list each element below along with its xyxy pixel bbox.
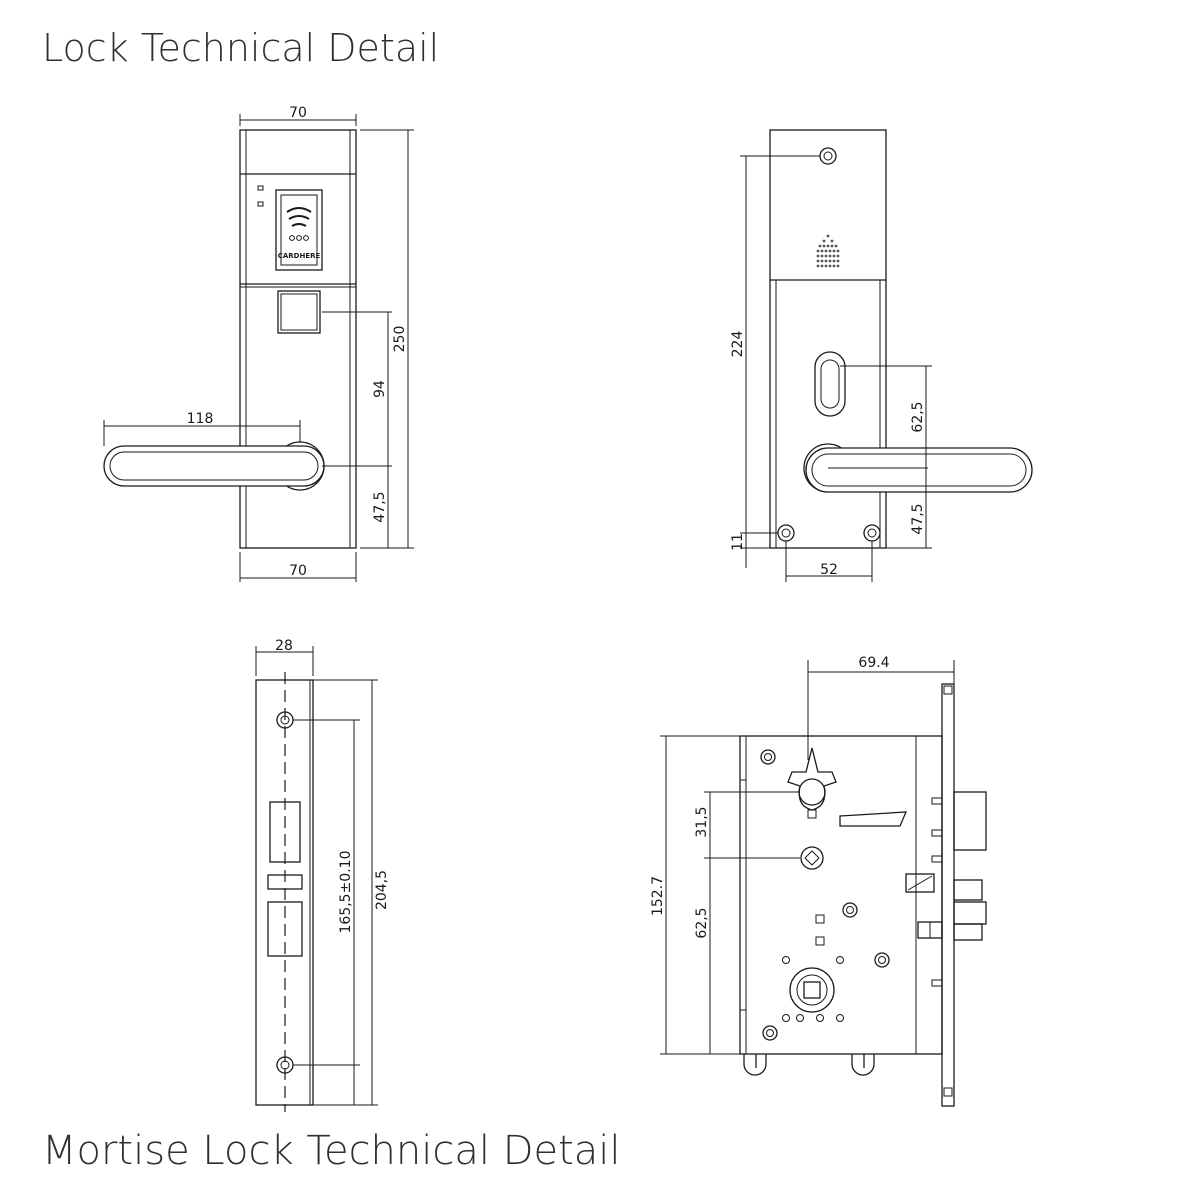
mortise-internal-parts (815, 797, 943, 987)
mortise-screw-holes (760, 749, 890, 1041)
dim-slot-to-handle: 62,5 (910, 401, 926, 432)
back-escutcheon (769, 129, 887, 549)
card-dots-icon (289, 235, 309, 241)
faceplate-body (255, 672, 314, 1112)
dim-top-width: 70 (289, 105, 307, 121)
dim-screw-offset: 11 (730, 533, 746, 551)
dim-faceplate-screw-spacing: 165,5±0.10 (338, 851, 354, 934)
latch-bolt-opening (269, 801, 301, 863)
latch-bolt (953, 791, 987, 851)
front-lever-handle (103, 441, 325, 491)
back-view: 224 11 62,5 47,5 52 (730, 129, 1033, 582)
mortise-dimensions: 69.4 152.7 31,5 62,5 (650, 655, 955, 1055)
card-reader-label: CARDHERE (278, 252, 321, 260)
dim-mortise-handle-to-bottom: 62,5 (694, 907, 710, 938)
dim-screw-spacing: 52 (820, 562, 838, 578)
faceplate-dimensions: 28 165,5±0.10 204,5 (255, 638, 390, 1106)
dim-front-handle-to-bottom: 47,5 (372, 491, 388, 522)
dim-back-handle-to-bottom: 47,5 (910, 503, 926, 534)
dim-handle-length: 118 (187, 411, 214, 427)
mortise-feet (743, 1054, 875, 1076)
dim-faceplate-height: 204,5 (374, 870, 390, 910)
back-top-screw-icon (819, 147, 837, 165)
deadbolt-opening (267, 901, 303, 957)
dim-mortise-height: 152.7 (650, 876, 666, 916)
keypad-button (277, 290, 321, 334)
back-lever-handle (803, 443, 1033, 493)
dim-back-height: 224 (730, 331, 746, 358)
deadlatch-opening (267, 874, 303, 890)
wireless-icon (286, 207, 312, 227)
front-view: CARDHERE 70 70 118 (103, 105, 414, 582)
dim-cylinder-to-handle: 31,5 (694, 806, 710, 837)
dim-total-height: 250 (392, 326, 408, 353)
privacy-thumbturn-slot (814, 351, 846, 417)
faceplate-view: 28 165,5±0.10 204,5 (255, 638, 390, 1112)
front-dimensions: 70 70 118 250 94 47,5 (103, 105, 414, 582)
battery-speaker-grille (816, 234, 840, 268)
dim-keypad-to-handle: 94 (372, 380, 388, 398)
thumbturn-hub (782, 956, 844, 1022)
indicator-leds (257, 185, 264, 207)
cylinder-cam (787, 747, 837, 819)
back-bottom-screws (777, 524, 881, 542)
lock-section-title: Lock Technical Detail (42, 26, 440, 70)
mortise-faceplate (941, 683, 955, 1107)
handle-spindle-icon (800, 846, 824, 870)
dim-faceplate-thickness: 28 (275, 638, 293, 654)
back-dimensions: 224 11 62,5 47,5 52 (730, 155, 932, 582)
card-reader: CARDHERE (275, 189, 323, 271)
mortise-case (739, 735, 943, 1055)
mortise-view: 69.4 152.7 31,5 62,5 (650, 655, 987, 1107)
dim-backset: 69.4 (858, 655, 889, 671)
deadbolt-assembly (917, 879, 987, 941)
dim-bottom-width: 70 (289, 563, 307, 579)
mortise-section-title: Mortise Lock Technical Detail (42, 1128, 621, 1174)
